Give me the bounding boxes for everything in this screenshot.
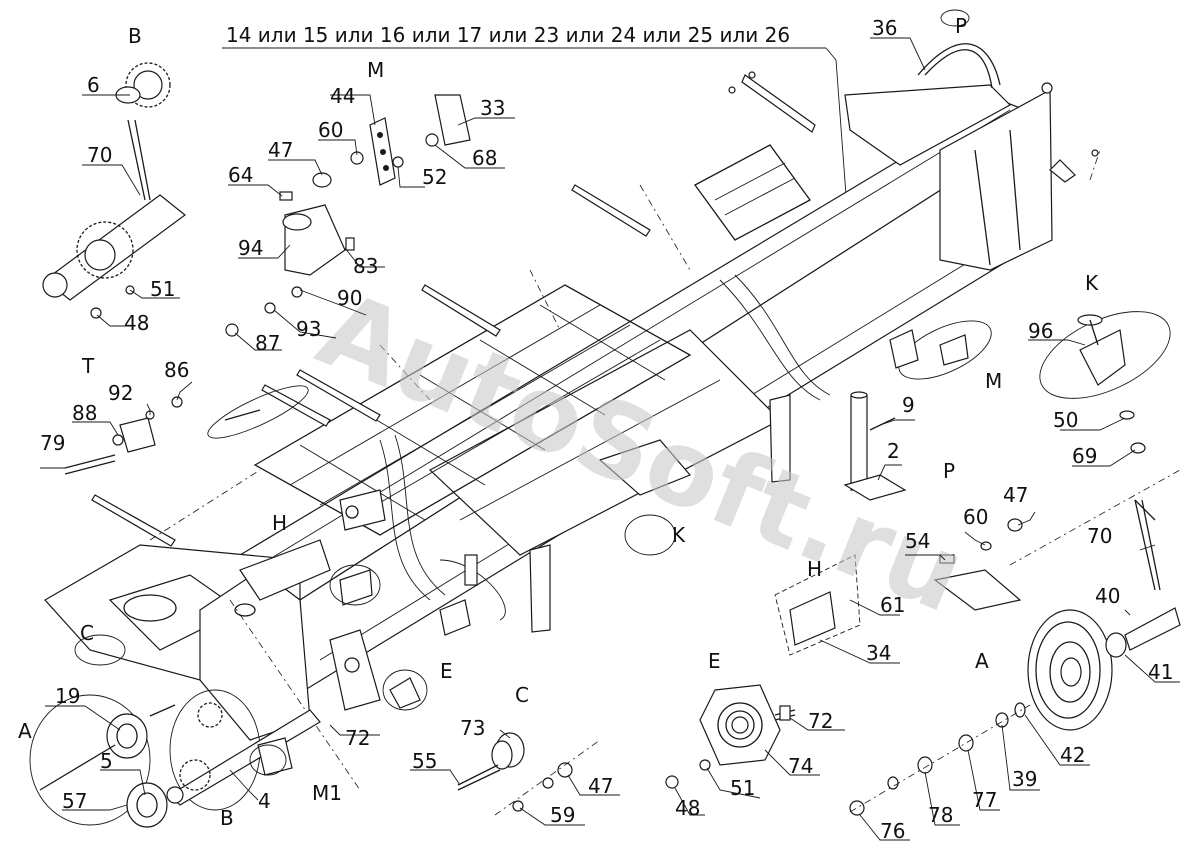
callout-47-c: 47 — [588, 774, 613, 798]
callout-86: 86 — [164, 358, 189, 382]
detail-a-small-pulleys — [29, 694, 176, 828]
callout-96: 96 — [1028, 319, 1053, 343]
callout-74: 74 — [788, 754, 813, 778]
callout-78: 78 — [928, 803, 953, 827]
detail-e-bearing — [382, 669, 796, 789]
callout-52: 52 — [422, 165, 447, 189]
detail-m-right — [889, 320, 992, 380]
title-leader — [825, 47, 847, 196]
callout-68: 68 — [472, 146, 497, 170]
detail-k-parts — [598, 311, 1171, 556]
view-label-e-detail: E — [708, 649, 721, 673]
view-label-k: K — [672, 523, 686, 547]
callout-79: 79 — [40, 431, 65, 455]
callout-61: 61 — [880, 593, 905, 617]
view-label-h-detail: H — [807, 557, 822, 581]
callout-59: 59 — [550, 803, 575, 827]
callout-54: 54 — [905, 529, 930, 553]
callout-88: 88 — [72, 401, 97, 425]
callout-72-left: 72 — [345, 726, 370, 750]
view-label-b-bottom: B — [220, 806, 234, 830]
view-label-m: M — [367, 58, 384, 82]
callout-5: 5 — [100, 749, 113, 773]
callout-69: 69 — [1072, 444, 1097, 468]
callout-92: 92 — [108, 381, 133, 405]
callout-36: 36 — [872, 16, 897, 40]
leader-lines — [40, 37, 1180, 841]
view-label-k-detail: K — [1085, 271, 1099, 295]
callout-72-e: 72 — [808, 709, 833, 733]
callout-39: 39 — [1012, 767, 1037, 791]
callout-47-m: 47 — [268, 138, 293, 162]
bolt-strips — [91, 74, 816, 633]
callout-60: 60 — [318, 118, 343, 142]
detail-b-bottom — [166, 689, 321, 811]
part-callouts: 6 70 44 33 60 47 68 52 64 94 83 51 48 90… — [40, 16, 1173, 843]
rear-frame — [44, 539, 381, 741]
callout-33: 33 — [480, 96, 505, 120]
callout-87: 87 — [255, 331, 280, 355]
callout-2: 2 — [887, 439, 900, 463]
callout-19: 19 — [55, 684, 80, 708]
assembly-paths — [149, 149, 1181, 791]
callout-4: 4 — [258, 789, 271, 813]
detail-b-sprocket-top — [115, 62, 171, 201]
view-label-m-right: M — [985, 369, 1002, 393]
callout-90: 90 — [337, 286, 362, 310]
ladder-platform — [253, 144, 811, 536]
callout-6: 6 — [87, 73, 100, 97]
callout-44: 44 — [330, 84, 355, 108]
callout-42: 42 — [1060, 743, 1085, 767]
callout-94: 94 — [238, 236, 263, 260]
variants-title: 14 или 15 или 16 или 17 или 23 или 24 ил… — [226, 23, 790, 47]
callout-40: 40 — [1095, 584, 1120, 608]
callout-47-p: 47 — [1003, 483, 1028, 507]
view-label-h: H — [272, 511, 287, 535]
callout-70-a: 70 — [1087, 524, 1112, 548]
view-label-c-detail: C — [515, 683, 529, 707]
callout-51-e: 51 — [730, 776, 755, 800]
view-label-a-detail: A — [975, 649, 989, 673]
view-label-e: E — [440, 659, 453, 683]
detail-b-shaft — [42, 194, 186, 319]
callout-48-e: 48 — [675, 796, 700, 820]
beam-hardware — [339, 71, 1099, 636]
view-label-a: A — [18, 719, 32, 743]
support-post — [843, 391, 907, 501]
view-label-c: C — [80, 621, 94, 645]
callout-70: 70 — [87, 143, 112, 167]
detail-h-plate — [329, 554, 861, 656]
detail-t-parts — [64, 385, 309, 475]
detail-p-parts — [917, 9, 1023, 611]
callout-60-p: 60 — [963, 505, 988, 529]
callout-34: 34 — [866, 641, 891, 665]
callout-55: 55 — [412, 749, 437, 773]
detail-a-pulley — [849, 499, 1181, 816]
callout-83: 83 — [353, 254, 378, 278]
view-label-m1: M1 — [312, 781, 342, 805]
callout-57: 57 — [62, 789, 87, 813]
callout-41: 41 — [1148, 660, 1173, 684]
callout-73: 73 — [460, 716, 485, 740]
view-label-p-detail: P — [943, 459, 955, 483]
callout-48-b: 48 — [124, 311, 149, 335]
view-label-p-top: P — [955, 14, 967, 38]
callout-76: 76 — [880, 819, 905, 843]
view-label-b-top: B — [128, 24, 142, 48]
callout-9: 9 — [902, 393, 915, 417]
callout-50: 50 — [1053, 408, 1078, 432]
detail-c-parts — [74, 634, 601, 816]
callout-77: 77 — [972, 788, 997, 812]
main-frame — [238, 84, 1053, 692]
view-labels: B M T H C E A B M1 K P H E C A K M P — [18, 14, 1099, 830]
callout-93: 93 — [296, 317, 321, 341]
view-label-t: T — [81, 354, 95, 378]
callout-64: 64 — [228, 163, 253, 187]
callout-51-b: 51 — [150, 277, 175, 301]
